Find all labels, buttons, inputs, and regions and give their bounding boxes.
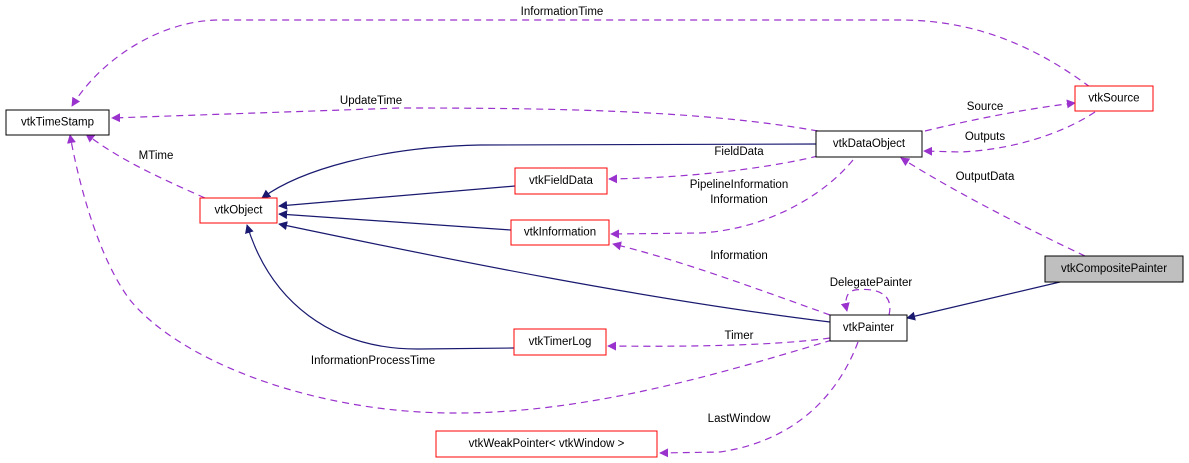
edge-pipeline-information bbox=[610, 159, 854, 239]
label-information-process-time: InformationProcessTime bbox=[311, 355, 435, 367]
node-label: vtkDataObject bbox=[833, 138, 906, 150]
label-information-1: Information bbox=[710, 194, 768, 206]
edge-delegate-painter bbox=[840, 288, 891, 316]
label-information-time: InformationTime bbox=[521, 6, 604, 18]
node-vtk-object[interactable]: vtkObject bbox=[199, 197, 278, 224]
edge-inherit-painter-object bbox=[278, 221, 831, 323]
label-update-time: UpdateTime bbox=[340, 95, 402, 107]
node-label: vtkSource bbox=[1088, 93, 1139, 105]
node-vtk-field-data[interactable]: vtkFieldData bbox=[514, 167, 608, 195]
edge-mtime bbox=[85, 133, 206, 199]
label-delegate-painter: DelegatePainter bbox=[830, 277, 913, 289]
label-output-data: OutputData bbox=[956, 171, 1015, 183]
edge-inherit-dataobject-object bbox=[261, 143, 819, 199]
node-vtk-time-stamp[interactable]: vtkTimeStamp bbox=[5, 109, 110, 136]
edge-information-process-time bbox=[67, 134, 833, 414]
node-label: vtkObject bbox=[215, 205, 264, 217]
node-label: vtkTimerLog bbox=[529, 336, 592, 348]
node-label: vtkPainter bbox=[843, 322, 894, 334]
label-source: Source bbox=[967, 101, 1003, 113]
edge-information-time bbox=[71, 19, 1091, 107]
label-pipeline-information: PipelineInformation bbox=[690, 179, 788, 191]
edge-inherit-fielddata-object bbox=[278, 185, 516, 210]
node-vtk-data-object[interactable]: vtkDataObject bbox=[815, 130, 923, 158]
label-outputs: Outputs bbox=[965, 131, 1006, 143]
node-vtk-timer-log[interactable]: vtkTimerLog bbox=[513, 328, 607, 356]
edge-update-time bbox=[111, 107, 819, 132]
label-mtime: MTime bbox=[139, 150, 174, 162]
label-timer: Timer bbox=[725, 330, 754, 342]
edge-inherit-timerlog-object bbox=[245, 224, 515, 350]
edge-outputs bbox=[923, 111, 1096, 156]
node-vtk-painter[interactable]: vtkPainter bbox=[829, 314, 908, 342]
edge-output-data bbox=[900, 157, 1086, 257]
edge-timer bbox=[607, 337, 831, 351]
edge-inherit-compositepainter-painter bbox=[906, 281, 1061, 321]
node-label: vtkInformation bbox=[524, 227, 596, 239]
node-label: vtkTimeStamp bbox=[21, 117, 94, 129]
edge-inherit-information-object bbox=[278, 210, 512, 231]
node-label: vtkWeakPointer< vtkWindow > bbox=[469, 438, 625, 450]
label-field-data: FieldData bbox=[714, 146, 764, 158]
edge-information bbox=[612, 241, 831, 316]
node-label: vtkFieldData bbox=[529, 175, 594, 187]
label-information-2: Information bbox=[710, 250, 768, 262]
node-vtk-composite-painter[interactable]: vtkCompositePainter bbox=[1044, 255, 1184, 283]
label-last-window: LastWindow bbox=[708, 413, 771, 425]
node-label: vtkCompositePainter bbox=[1061, 263, 1167, 275]
node-vtk-information[interactable]: vtkInformation bbox=[510, 219, 610, 246]
edge-field-data bbox=[608, 155, 819, 184]
node-vtk-weak-pointer-window[interactable]: vtkWeakPointer< vtkWindow > bbox=[435, 430, 658, 458]
node-vtk-source[interactable]: vtkSource bbox=[1074, 85, 1154, 112]
edge-last-window bbox=[659, 341, 859, 458]
edge-source bbox=[924, 99, 1076, 132]
